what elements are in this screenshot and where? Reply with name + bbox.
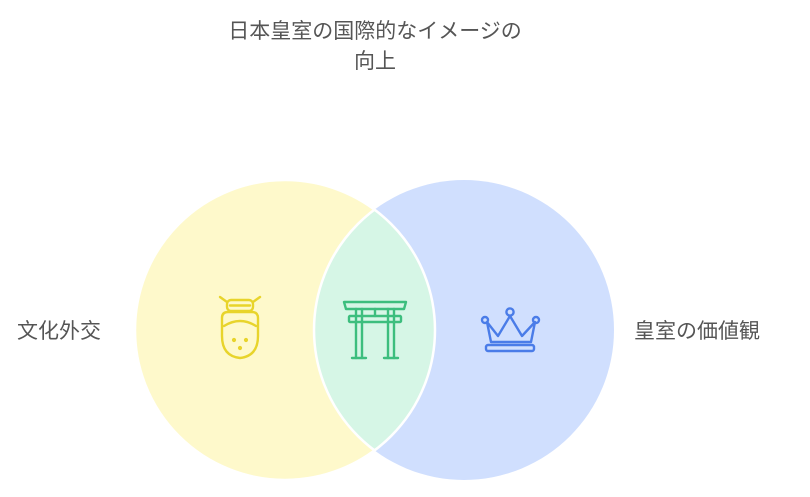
crown-icon xyxy=(480,307,541,353)
venn-intersection xyxy=(314,180,435,480)
set-label-left: 文化外交 xyxy=(17,319,101,343)
torii-gate-icon xyxy=(342,300,408,360)
set-label-right: 皇室の価値観 xyxy=(634,319,760,343)
title-line-1: 日本皇室の国際的なイメージの xyxy=(228,19,522,43)
title-line-2: 向上 xyxy=(354,49,396,73)
diagram-title: 日本皇室の国際的なイメージの 向上 xyxy=(180,16,570,76)
geisha-face-icon xyxy=(218,295,262,360)
